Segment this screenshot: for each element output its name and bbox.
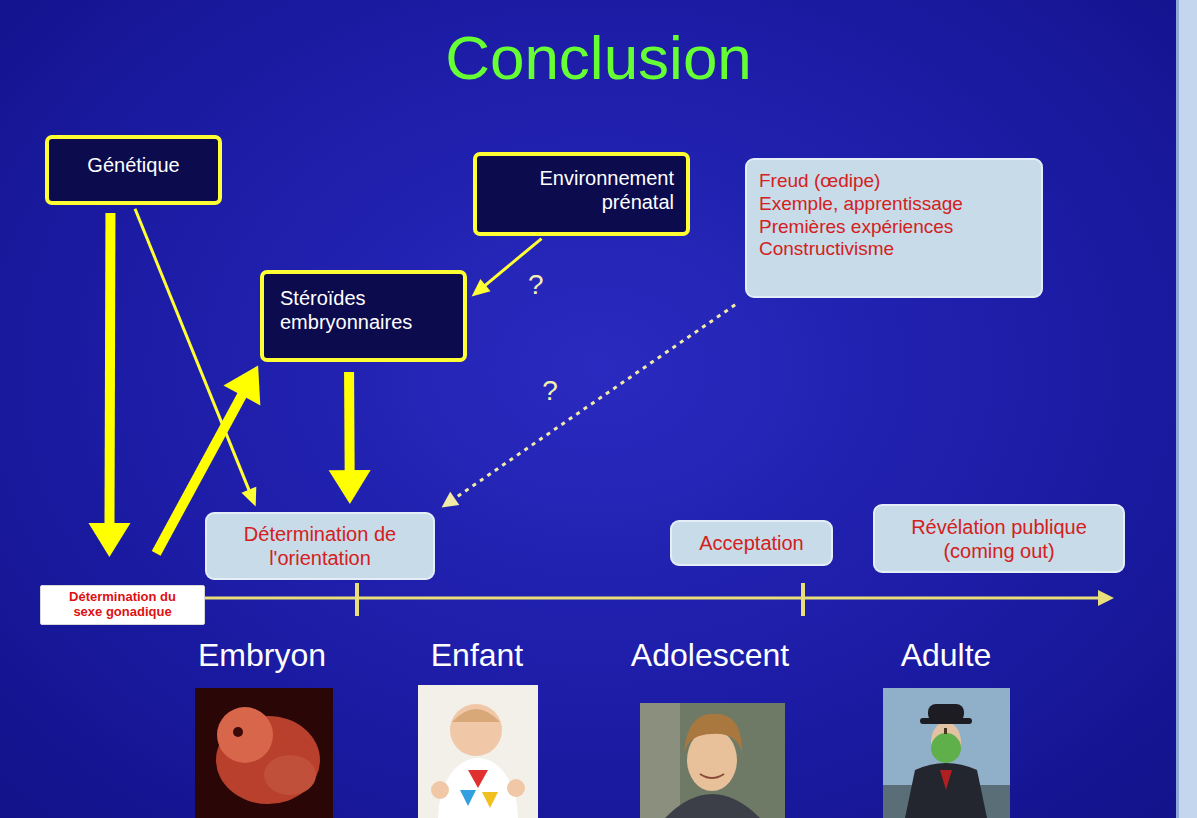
teen-photo xyxy=(640,703,785,818)
connector xyxy=(329,372,371,504)
node-text: Premières expériences xyxy=(759,216,953,239)
connector xyxy=(135,209,256,507)
node-text: Révélation publique (coming out) xyxy=(885,515,1113,563)
node-text: Détermination de l'orientation xyxy=(217,522,423,570)
connector-line xyxy=(344,372,355,472)
stage-label: Enfant xyxy=(367,638,587,673)
node-text: Stéroïdes embryonnaires xyxy=(280,286,447,334)
arrow-head xyxy=(88,523,130,557)
node-box: Détermination de l'orientation xyxy=(205,512,435,580)
node-text: Freud (œdipe) xyxy=(759,170,880,193)
edge-label: ? xyxy=(528,270,544,301)
node-text: Exemple, apprentissage xyxy=(759,193,963,216)
node-box: Freud (œdipe)Exemple, apprentissagePremi… xyxy=(745,158,1043,298)
stage-label: Embryon xyxy=(152,638,372,673)
stage-label: Adulte xyxy=(836,638,1056,673)
arrow-head xyxy=(472,279,491,297)
slide-title: Conclusion xyxy=(0,24,1197,92)
connector-line xyxy=(135,209,250,492)
node-box: Environnement prénatal xyxy=(473,152,690,236)
timeline-axis xyxy=(205,583,1114,616)
node-box: Détermination du sexe gonadique xyxy=(40,585,205,625)
connector-line xyxy=(104,213,115,525)
arrow-head xyxy=(223,366,260,406)
embryo-photo xyxy=(195,688,333,818)
node-box: Génétique xyxy=(45,135,222,205)
node-box: Stéroïdes embryonnaires xyxy=(260,270,467,362)
connector-line xyxy=(453,305,735,500)
node-text: Génétique xyxy=(87,153,179,177)
edge-label: ? xyxy=(542,376,558,407)
node-box: Révélation publique (coming out) xyxy=(873,504,1125,573)
node-text: Détermination du sexe gonadique xyxy=(58,590,188,620)
node-text: Acceptation xyxy=(699,531,804,555)
connector xyxy=(88,213,130,557)
node-text: Environnement prénatal xyxy=(489,166,674,214)
baby-photo xyxy=(418,685,538,818)
stage-label: Adolescent xyxy=(600,638,820,673)
connector xyxy=(442,305,736,508)
node-text: Constructivisme xyxy=(759,238,894,261)
arrow-head xyxy=(442,492,460,508)
magritte-painting xyxy=(883,688,1010,818)
side-strip xyxy=(1176,0,1197,818)
arrow-head xyxy=(329,470,371,504)
arrow-head xyxy=(241,487,256,507)
node-box: Acceptation xyxy=(670,520,833,566)
